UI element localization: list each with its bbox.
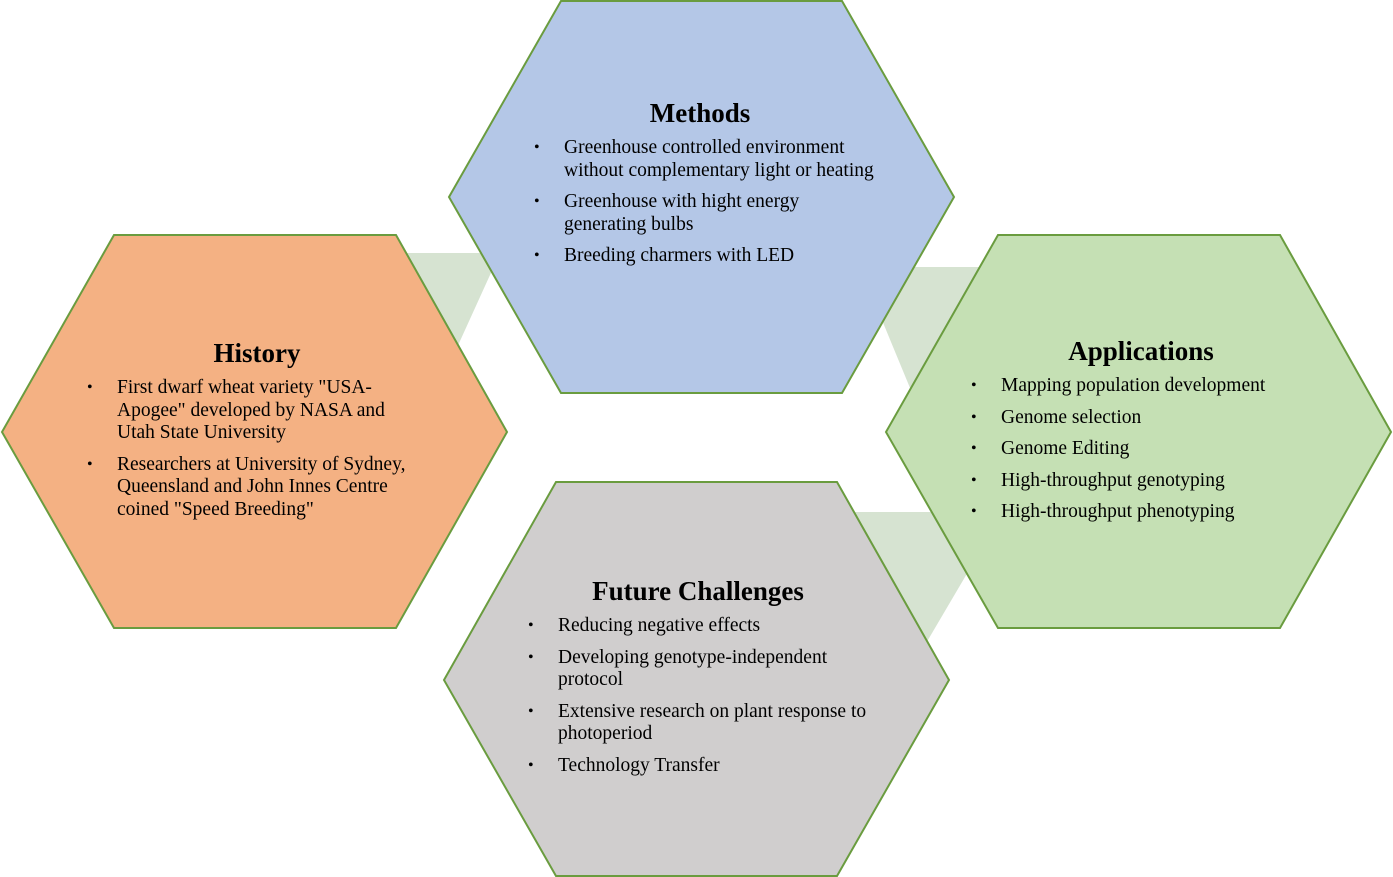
- list-item: Greenhouse with hight energy generating …: [534, 191, 874, 236]
- list-item: Technology Transfer: [528, 755, 868, 778]
- history-list: First dwarf wheat variety "USA-Apogee" d…: [87, 377, 427, 521]
- history-title: History: [213, 338, 301, 368]
- list-item: Breeding charmers with LED: [534, 245, 874, 268]
- list-item: Extensive research on plant response to …: [528, 701, 868, 746]
- applications-title: Applications: [1068, 336, 1214, 366]
- list-item: Mapping population development: [971, 375, 1311, 398]
- history-panel: History First dwarf wheat variety "USA-A…: [87, 338, 427, 530]
- list-item: Greenhouse controlled environment withou…: [534, 137, 874, 182]
- list-item: First dwarf wheat variety "USA-Apogee" d…: [87, 377, 427, 445]
- list-item: Reducing negative effects: [528, 615, 868, 638]
- methods-title: Methods: [649, 98, 751, 128]
- future-list: Reducing negative effects Developing gen…: [528, 615, 868, 777]
- methods-panel: Methods Greenhouse controlled environmen…: [534, 98, 874, 277]
- hexagon-applications: [884, 234, 1393, 629]
- applications-list: Mapping population development Genome se…: [971, 375, 1311, 524]
- future-panel: Future Challenges Reducing negative effe…: [528, 576, 868, 786]
- list-item: Genome Editing: [971, 438, 1311, 461]
- methods-list: Greenhouse controlled environment withou…: [534, 137, 874, 268]
- future-title: Future Challenges: [592, 576, 804, 606]
- list-item: High-throughput phenotyping: [971, 501, 1311, 524]
- list-item: Researchers at University of Sydney, Que…: [87, 454, 427, 522]
- list-item: High-throughput genotyping: [971, 470, 1311, 493]
- list-item: Developing genotype-independent protocol: [528, 647, 868, 692]
- list-item: Genome selection: [971, 407, 1311, 430]
- applications-panel: Applications Mapping population developm…: [971, 336, 1311, 533]
